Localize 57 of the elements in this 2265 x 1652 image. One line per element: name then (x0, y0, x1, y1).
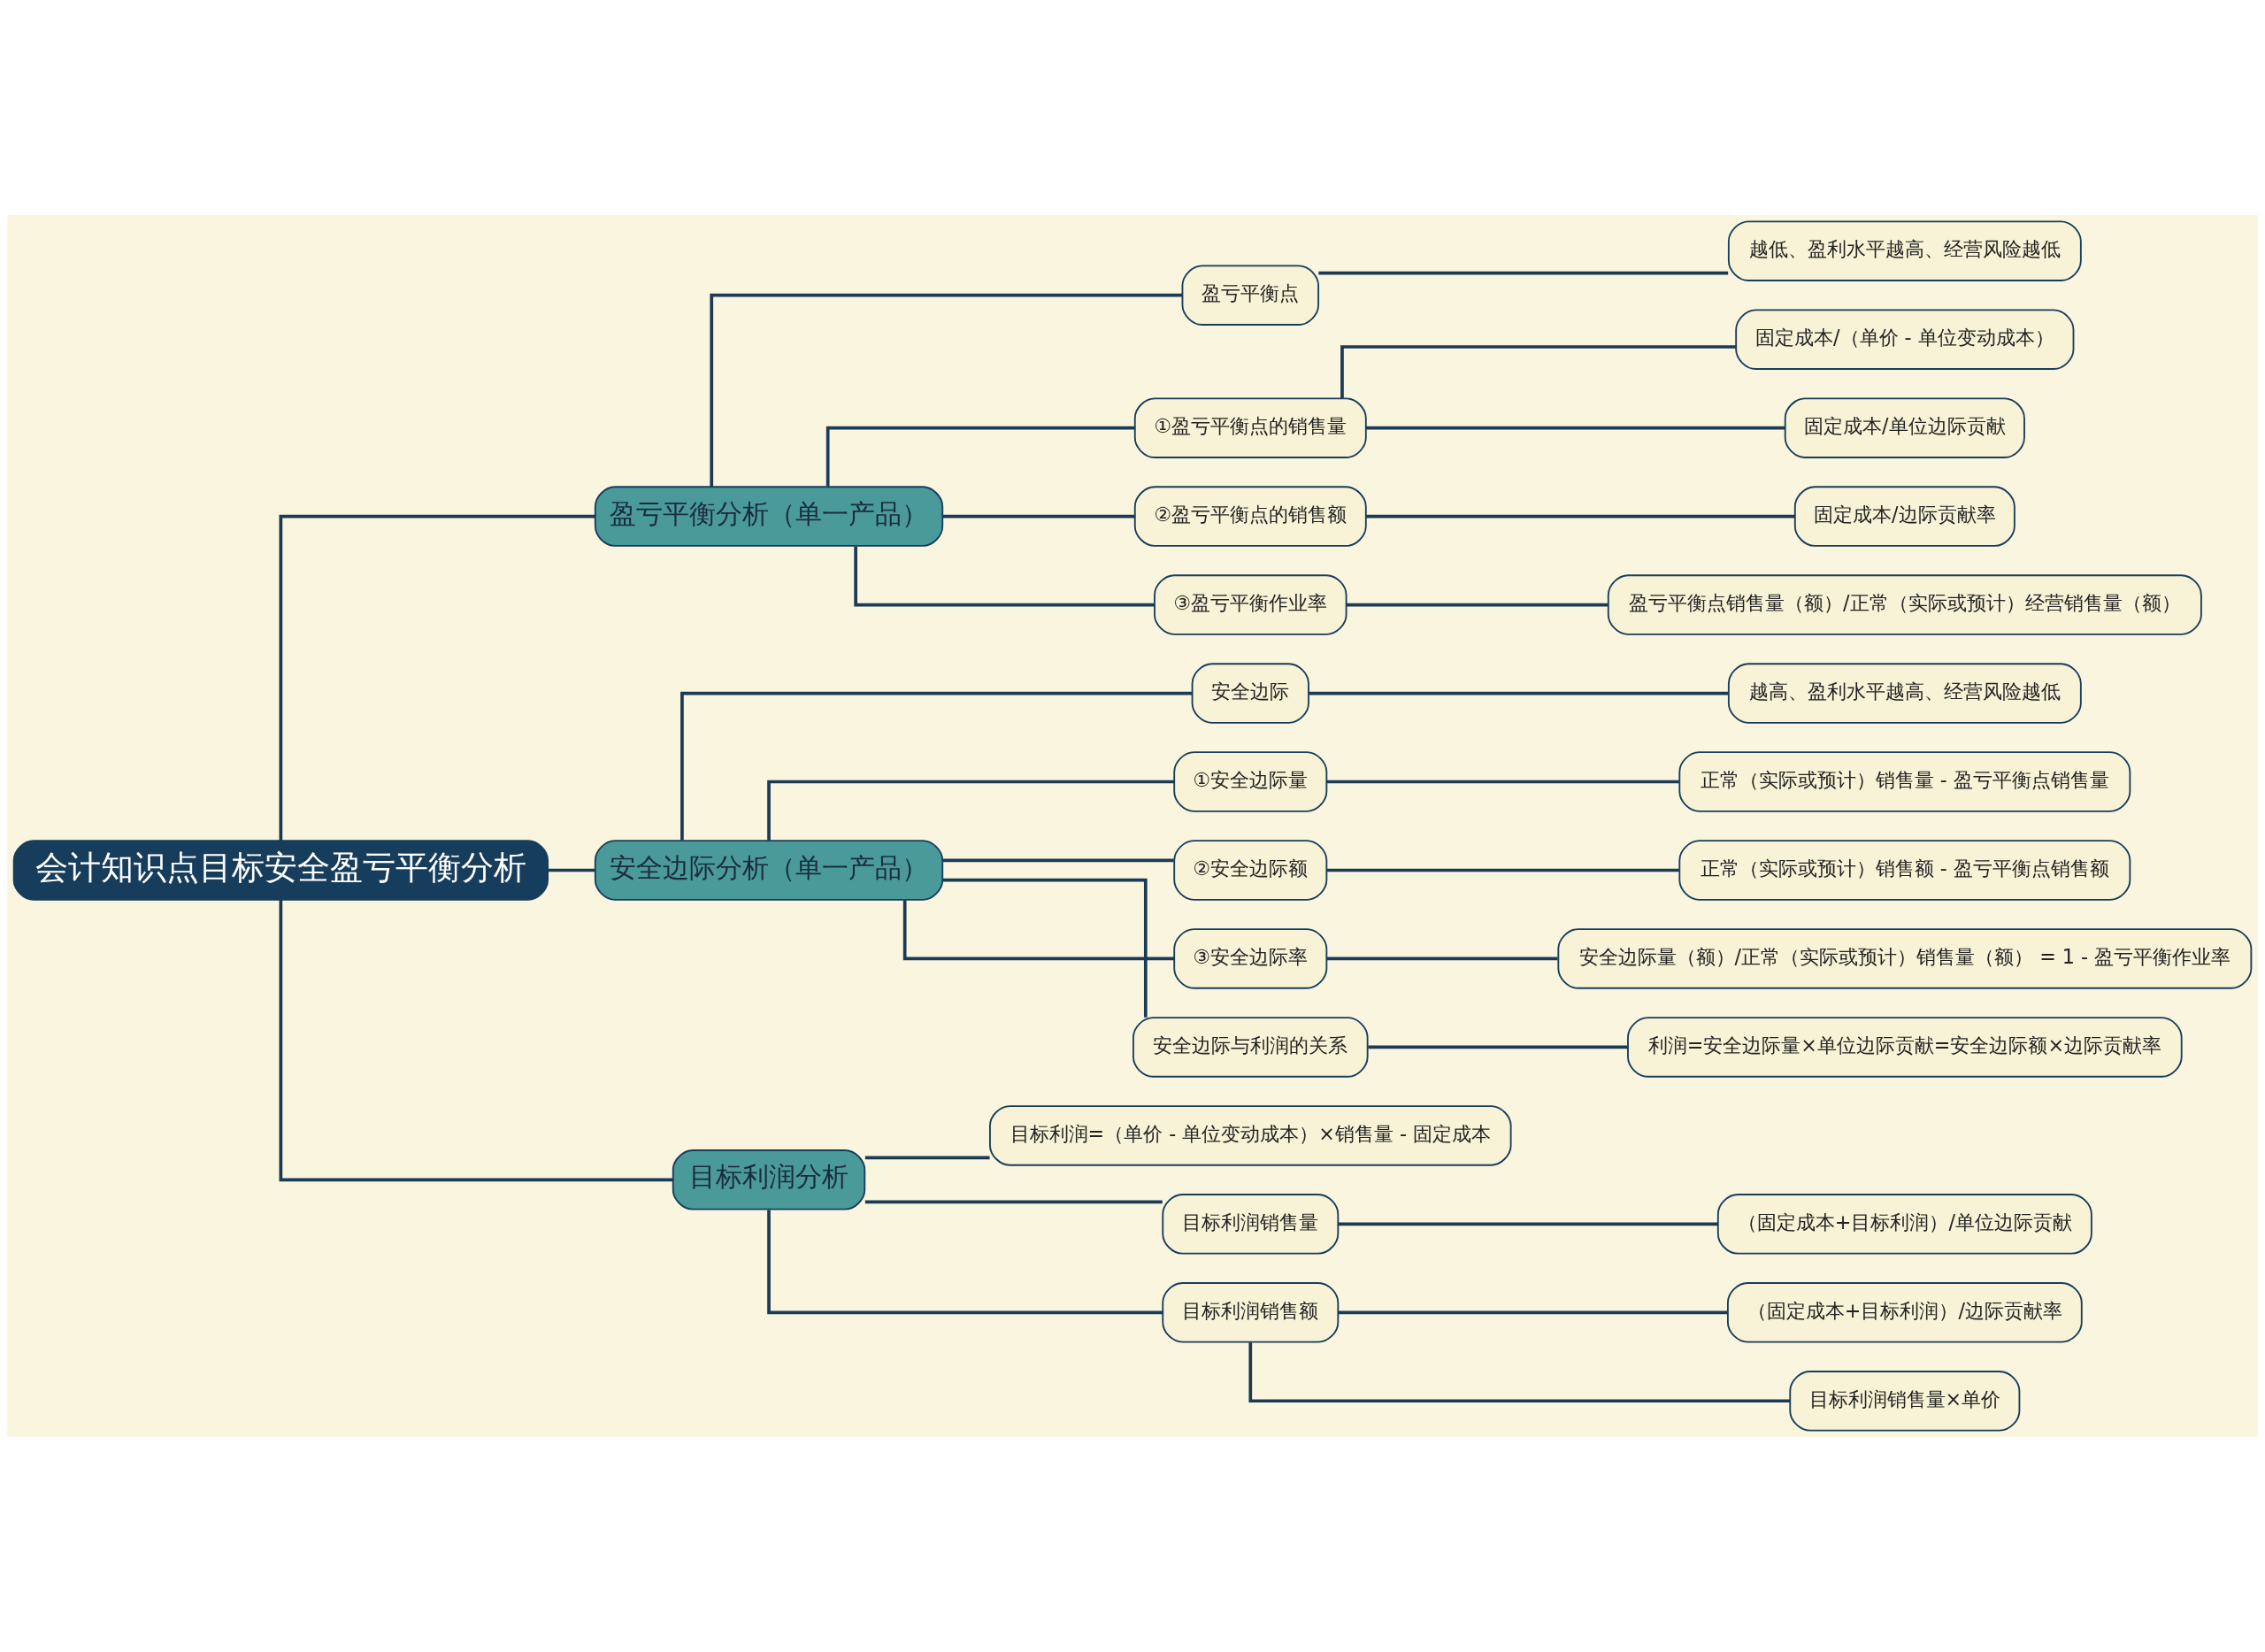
node-box: ②盈亏平衡点的销售额 (1133, 486, 1367, 547)
connector (279, 514, 595, 841)
connector (710, 293, 1183, 487)
node-box: 正常（实际或预计）销售量 - 盈亏平衡点销售量 (1678, 751, 2131, 812)
node-box: ①安全边际量 (1173, 751, 1328, 812)
connector (1326, 780, 1679, 784)
connector (1309, 691, 1729, 695)
node-box: ②安全边际额 (1173, 840, 1328, 901)
connector (1318, 271, 1729, 275)
node-box: 目标利润=（单价 - 单位变动成本）×销售量 - 固定成本 (989, 1105, 1512, 1166)
node-box: （固定成本+目标利润）/边际贡献率 (1727, 1282, 2083, 1343)
connector (1339, 1222, 1718, 1226)
connector (1339, 1310, 1728, 1315)
node-box: 固定成本/单位边际贡献 (1784, 397, 2025, 458)
connector (1326, 868, 1679, 872)
node-box: 盈亏平衡分析（单一产品） (594, 486, 944, 547)
node-box: 目标利润销售量×单价 (1789, 1371, 2021, 1432)
connector (1340, 345, 1737, 399)
connector (854, 546, 1155, 607)
connector (942, 514, 1135, 519)
node-box: 固定成本/（单价 - 单位变动成本） (1735, 309, 2075, 370)
node-box: ③安全边际率 (1173, 928, 1328, 989)
connector (902, 900, 1175, 961)
connector (1368, 1045, 1628, 1049)
node-box: 目标利润分析 (672, 1149, 866, 1210)
node-box: 安全边际量（额）/正常（实际或预计）销售量（额） = 1 - 盈亏平衡作业率 (1557, 928, 2253, 989)
node-box: 安全边际与利润的关系 (1132, 1017, 1369, 1078)
connector (1346, 603, 1609, 607)
node-box: 盈亏平衡点销售量（额）/正常（实际或预计）经营销售量（额） (1607, 574, 2202, 635)
node-box: 目标利润销售量 (1162, 1194, 1340, 1255)
node-box: 越低、盈利水平越高、经营风险越低 (1727, 220, 2082, 281)
node-box: 安全边际分析（单一产品） (594, 840, 944, 901)
connector (767, 780, 1175, 841)
connector (279, 900, 673, 1182)
node-box: 安全边际 (1191, 663, 1309, 724)
node-box: 盈亏平衡点 (1181, 265, 1320, 326)
connector (680, 691, 1193, 841)
connector (1365, 514, 1795, 519)
connector (942, 878, 1148, 1018)
node-box: 目标利润销售额 (1162, 1282, 1340, 1343)
connector (548, 868, 595, 872)
node-box: ①盈亏平衡点的销售量 (1133, 397, 1367, 458)
connector (1248, 1342, 1791, 1403)
connector (864, 1200, 1163, 1204)
connector (1365, 426, 1785, 430)
node-box: ③盈亏平衡作业率 (1154, 574, 1347, 635)
node-box: 越高、盈利水平越高、经营风险越低 (1727, 663, 2082, 724)
node-box: 正常（实际或预计）销售额 - 盈亏平衡点销售额 (1678, 840, 2131, 901)
connector (767, 1210, 1163, 1315)
node-box: （固定成本+目标利润）/单位边际贡献 (1716, 1194, 2092, 1255)
connector (1326, 957, 1558, 961)
connector (825, 426, 1135, 487)
node-box: 利润=安全边际量×单位边际贡献=安全边际额×边际贡献率 (1627, 1017, 2183, 1078)
connector (864, 1156, 990, 1160)
connector (942, 858, 1174, 863)
node-box: 固定成本/边际贡献率 (1793, 486, 2015, 547)
node-box: 会计知识点目标安全盈亏平衡分析 (12, 840, 549, 901)
